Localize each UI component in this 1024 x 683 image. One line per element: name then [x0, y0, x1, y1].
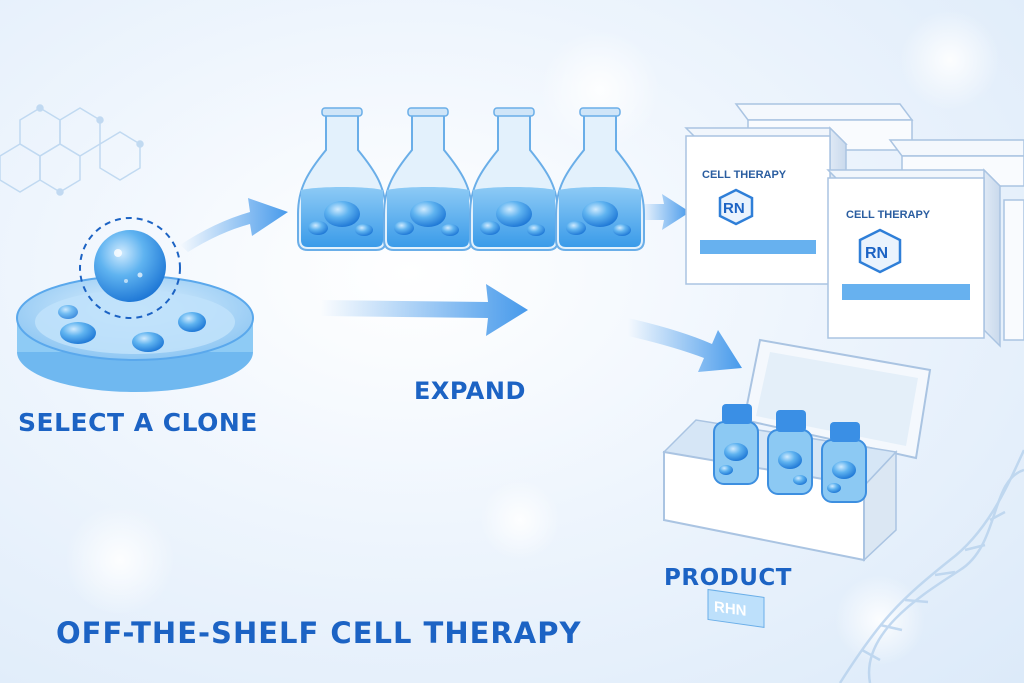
arrow-to-product: [628, 318, 742, 372]
package-box-icon: CELL THERAPY RN: [826, 168, 1024, 348]
vial-icon: [713, 404, 759, 485]
arrow-expand: [320, 284, 528, 336]
box-caption: CELL THERAPY: [702, 169, 787, 181]
step-label-select: SELECT A CLONE: [18, 408, 258, 437]
package-box-icon: CELL THERAPY RN: [684, 126, 848, 292]
flask-icon: [383, 107, 473, 251]
flask-icon: [555, 107, 645, 251]
arrow-to-boxes: [640, 194, 690, 230]
step-label-expand: EXPAND: [414, 377, 526, 405]
petri-dish: [16, 275, 254, 392]
flask-icon: [469, 107, 559, 251]
vial-icon: [767, 410, 813, 495]
diagram-title: OFF-THE-SHELF CELL THERAPY: [56, 616, 582, 650]
molecule-hexagon-icon: [0, 104, 144, 196]
box-caption: CELL THERAPY: [846, 209, 931, 221]
box-logo: RN: [865, 245, 888, 262]
kit-logo: RHN: [714, 598, 746, 619]
step-label-product: PRODUCT: [664, 565, 792, 591]
background-bokeh: [65, 10, 1000, 665]
flask-icon: [297, 107, 387, 251]
arrow-to-flasks: [180, 198, 288, 252]
sphere-cell-icon: [79, 217, 181, 319]
dna-helix-icon: [838, 449, 1024, 683]
box-logo: RN: [723, 200, 745, 217]
vial-icon: [821, 422, 867, 503]
